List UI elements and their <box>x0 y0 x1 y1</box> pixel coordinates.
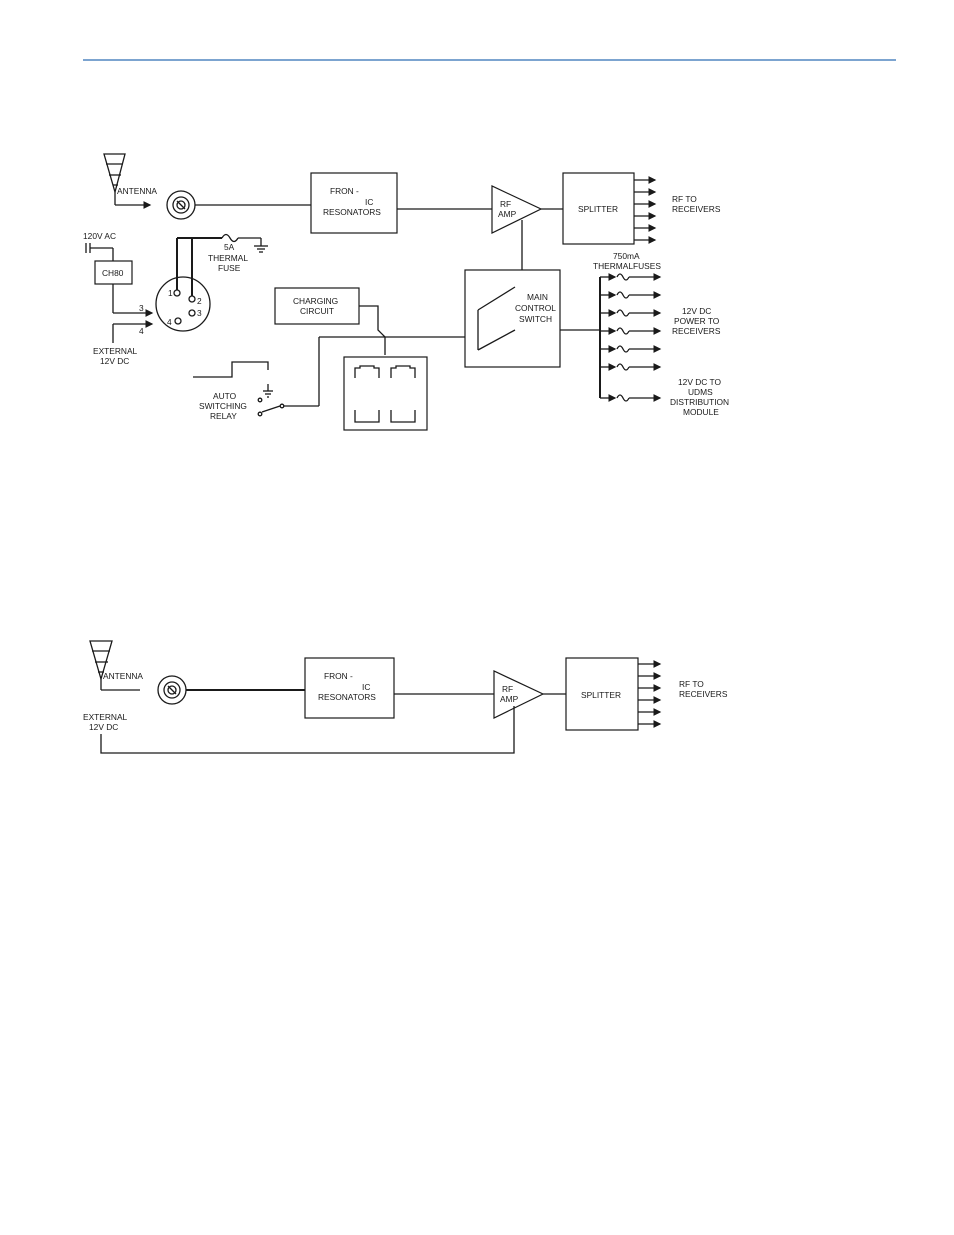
front-end-line1: FRON - <box>324 671 353 681</box>
relay-line2: SWITCHING <box>199 401 247 411</box>
rf-amp-line2: AMP <box>500 694 519 704</box>
rf-amp-line1: RF <box>500 199 511 209</box>
ac-in-label: 120V AC <box>83 231 116 241</box>
main-switch-line1: MAIN <box>527 292 548 302</box>
splitter-box <box>562 172 635 245</box>
front-end-box <box>304 657 395 719</box>
external-line2: 12V DC <box>100 356 129 366</box>
battery-pack-icon <box>343 356 428 431</box>
antenna-label: ANTENNA <box>117 186 157 196</box>
charging-circuit-box <box>274 287 360 325</box>
relay-line1: AUTO <box>213 391 237 401</box>
pin3-label: 3 <box>197 308 202 318</box>
bnc-connector-icon <box>157 675 187 705</box>
rf-out-line2: RECEIVERS <box>672 204 721 214</box>
rf-out-line1: RF TO <box>679 679 704 689</box>
ground-icon <box>254 245 268 253</box>
dc-out-line1: 12V DC <box>682 306 711 316</box>
rf-out-line2: RECEIVERS <box>679 689 728 699</box>
antenna-icon <box>89 640 140 691</box>
fuses-label-line2: THERMALFUSES <box>593 261 661 271</box>
external-line1: EXTERNAL <box>83 712 128 722</box>
udms-out-line2: UDMS <box>688 387 713 397</box>
splitter-outputs <box>634 176 657 244</box>
diagram-2: ANTENNA FRON - IC RESONATORS RF AMP SPLI… <box>83 640 728 754</box>
ch80-label: CH80 <box>102 268 124 278</box>
antenna-label: ANTENNA <box>103 671 143 681</box>
pin2-label: 2 <box>197 296 202 306</box>
fuses-label-line1: 750mA <box>613 251 640 261</box>
front-end-line2: IC <box>362 682 370 692</box>
external-line1: EXTERNAL <box>93 346 138 356</box>
rf-amp-triangle <box>493 670 545 719</box>
four-pin-connector-icon <box>155 276 211 332</box>
fuse-5a-line3: FUSE <box>218 263 241 273</box>
rf-amp-triangle <box>491 185 543 234</box>
dc-out-line2: POWER TO <box>674 316 720 326</box>
ext-pin4-label: 4 <box>139 326 144 336</box>
auto-switching-relay-icon <box>257 384 319 417</box>
main-switch-line3: SWITCH <box>519 314 552 324</box>
rf-out-line1: RF TO <box>672 194 697 204</box>
front-end-line2: IC <box>365 197 373 207</box>
splitter-box <box>565 657 639 731</box>
rf-amp-line1: RF <box>502 684 513 694</box>
fuse-5a-line2: THERMAL <box>208 253 248 263</box>
splitter-outputs <box>638 660 662 728</box>
udms-out-line1: 12V DC TO <box>678 377 721 387</box>
front-end-line1: FRON - <box>330 186 359 196</box>
bnc-connector-icon <box>166 190 196 220</box>
front-end-line3: RESONATORS <box>318 692 376 702</box>
rf-amp-line2: AMP <box>498 209 517 219</box>
fuse-5a-line1: 5A <box>224 242 235 252</box>
thermal-fuse-5a-icon <box>221 233 239 243</box>
splitter-label: SPLITTER <box>581 690 621 700</box>
thermal-fuse-750ma-icons <box>600 273 662 402</box>
udms-out-line4: MODULE <box>683 407 719 417</box>
antenna-icon <box>103 153 152 209</box>
diagram-1: ANTENNA FRON - IC RESONATORS RF AMP SPLI… <box>83 153 729 431</box>
external-dc-line <box>100 706 515 754</box>
splitter-label: SPLITTER <box>578 204 618 214</box>
pin4-label: 4 <box>167 317 172 327</box>
front-end-line3: RESONATORS <box>323 207 381 217</box>
charging-line2: CIRCUIT <box>300 306 334 316</box>
pin1-label: 1 <box>168 288 173 298</box>
charging-line1: CHARGING <box>293 296 338 306</box>
main-switch-line2: CONTROL <box>515 303 556 313</box>
udms-out-line3: DISTRIBUTION <box>670 397 729 407</box>
front-end-box <box>310 172 398 234</box>
external-line2: 12V DC <box>89 722 118 732</box>
dc-out-line3: RECEIVERS <box>672 326 721 336</box>
relay-line3: RELAY <box>210 411 237 421</box>
main-control-switch-box <box>464 269 561 368</box>
ext-pin3-label: 3 <box>139 303 144 313</box>
